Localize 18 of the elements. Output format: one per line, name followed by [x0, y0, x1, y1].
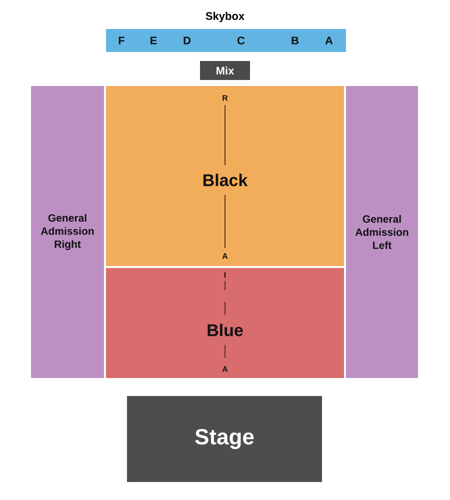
section-heading: Skybox — [206, 12, 244, 22]
seating-section: I Blue A — [106, 268, 344, 378]
node-label: F — [118, 36, 124, 44]
seating-section: F — [106, 29, 137, 52]
seating-section: General Admission Right — [31, 86, 104, 378]
seating-section: General Admission Left — [346, 86, 418, 378]
seating-section: D — [170, 29, 204, 52]
seating-section: A — [312, 29, 346, 52]
seating-section: E — [137, 29, 170, 52]
node-label: A — [325, 36, 333, 44]
seating-section: B — [278, 29, 312, 52]
node-label: D — [184, 36, 191, 44]
node-label: C — [237, 36, 245, 44]
stage-block: Stage — [127, 396, 322, 482]
node-label: E — [150, 36, 157, 44]
node-label: B — [292, 36, 298, 44]
seating-section: R Black A — [106, 86, 344, 266]
mix-booth: Mix — [200, 61, 250, 80]
